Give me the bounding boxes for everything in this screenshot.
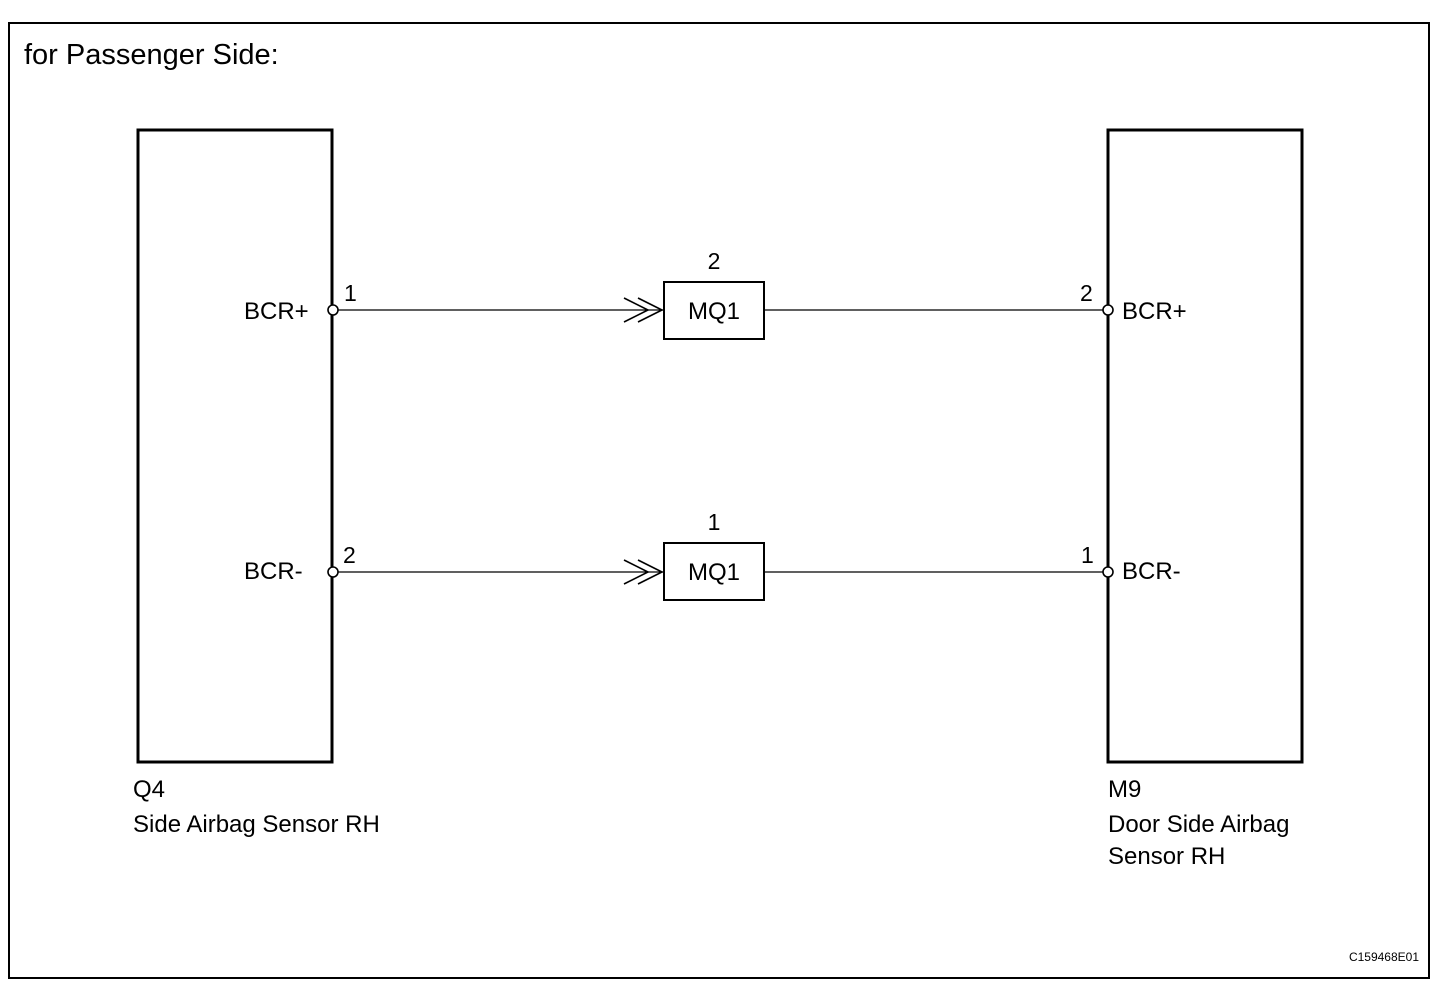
terminal-circle — [1102, 566, 1114, 578]
left-terminal-label: BCR- — [244, 558, 303, 585]
left-pin-number: 1 — [344, 280, 357, 306]
connector-chevron-icon — [637, 297, 664, 323]
connector-box-top — [663, 281, 765, 340]
diagram-title: for Passenger Side: — [24, 39, 279, 71]
connector-pin-number: 2 — [708, 248, 721, 274]
left-terminal-label: BCR+ — [244, 298, 309, 325]
left-pin-number: 2 — [343, 542, 356, 568]
connector-chevron-icon — [637, 559, 664, 585]
diagram-frame — [8, 22, 1430, 979]
connector-label: MQ1 — [688, 559, 740, 586]
right-terminal-label: BCR- — [1122, 558, 1181, 585]
right-component-name-line: Door Side Airbag — [1108, 811, 1289, 838]
terminal-circle — [1102, 304, 1114, 316]
right-terminal-label: BCR+ — [1122, 298, 1187, 325]
terminal-circle — [327, 304, 339, 316]
terminal-circle — [327, 566, 339, 578]
right-component-code: M9 — [1108, 776, 1141, 803]
right-component-box — [1106, 128, 1304, 764]
right-pin-number: 2 — [1080, 280, 1093, 306]
left-component-code: Q4 — [133, 776, 165, 803]
right-component-name-line: Sensor RH — [1108, 843, 1225, 870]
connector-box-bottom — [663, 542, 765, 601]
left-component-box — [136, 128, 334, 764]
figure-code: C159468E01 — [1349, 950, 1419, 964]
connector-chevron-icon — [623, 559, 650, 585]
connector-chevron-icon — [623, 297, 650, 323]
connector-label: MQ1 — [688, 298, 740, 325]
connector-pin-number: 1 — [708, 509, 721, 535]
right-pin-number: 1 — [1081, 542, 1094, 568]
left-component-name: Side Airbag Sensor RH — [133, 811, 380, 838]
